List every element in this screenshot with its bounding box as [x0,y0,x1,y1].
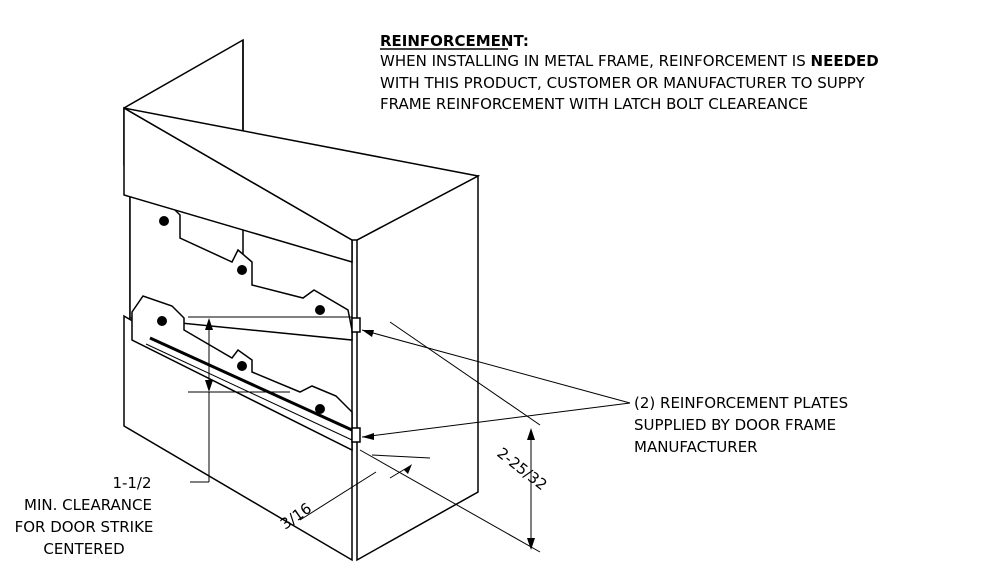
clearance-line-4: CENTERED [43,540,124,558]
fastener-hole-icon [315,404,325,414]
height-dimension [359,321,541,553]
reinforcement-note: REINFORCEMENT: WHEN INSTALLING IN METAL … [380,32,879,113]
fastener-hole-icon [315,305,325,315]
plates-callout-line-2: SUPPLIED BY DOOR FRAME [634,416,836,434]
fastener-hole-icon [237,265,247,275]
note-line-3: FRAME REINFORCEMENT WITH LATCH BOLT CLEA… [380,95,808,113]
fastener-hole-icon [237,361,247,371]
clearance-value: 1-1/2 [112,474,151,492]
clearance-callout: 1-1/2 MIN. CLEARANCE FOR DOOR STRIKE CEN… [15,474,154,558]
fastener-hole-icon [157,316,167,326]
clearance-line-3: FOR DOOR STRIKE [15,518,154,536]
fastener-hole-icon [159,216,169,226]
frame-top-band [123,106,481,264]
thickness-dimension [299,454,431,521]
note-line-2: WITH THIS PRODUCT, CUSTOMER OR MANUFACTU… [380,74,866,92]
note-heading: REINFORCEMENT: [380,32,529,50]
plates-callout-line-3: MANUFACTURER [634,438,758,456]
frame-right-wall [351,174,479,562]
upper-reinforcement-plate [129,194,353,341]
clearance-dimension [188,316,352,483]
clearance-line-2: MIN. CLEARANCE [24,496,152,514]
height-dimension-label: 2-25/32 [494,444,551,494]
plates-leader-lines [361,329,631,440]
note-line-1: WHEN INSTALLING IN METAL FRAME, REINFORC… [380,52,879,70]
plates-callout: (2) REINFORCEMENT PLATES SUPPLIED BY DOO… [634,394,848,456]
plates-callout-line-1: (2) REINFORCEMENT PLATES [634,394,848,412]
plate-corner-ends [351,317,361,443]
